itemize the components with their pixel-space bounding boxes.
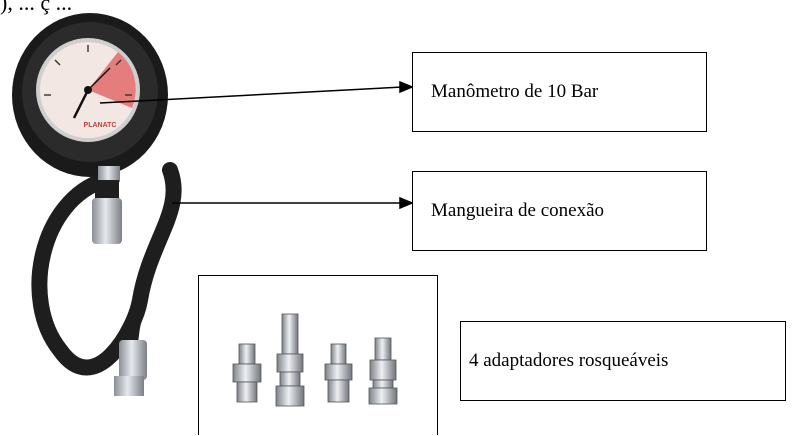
hose xyxy=(31,162,182,376)
adapter-4 xyxy=(368,337,398,405)
label-adapters: 4 adaptadores rosqueáveis xyxy=(460,321,786,401)
hose-crimp-upper xyxy=(92,198,122,244)
callout-lines xyxy=(99,80,414,210)
gauge-brand: PLANATC xyxy=(84,122,117,129)
pressure-gauge: PLANATC xyxy=(12,13,168,177)
label-adapters-text: 4 adaptadores rosqueáveis xyxy=(469,350,669,371)
gauge-red-zone xyxy=(88,52,136,108)
gauge-fitting xyxy=(98,166,120,182)
gauge-needle xyxy=(72,89,90,119)
label-gauge-text: Manômetro de 10 Bar xyxy=(431,81,599,102)
label-hose-text: Mangueira de conexão xyxy=(431,200,605,221)
adapter-2 xyxy=(275,313,305,407)
cropped-heading-text: ), ... ç ... xyxy=(0,0,73,15)
label-gauge: Manômetro de 10 Bar xyxy=(412,52,707,132)
adapters-photo-frame xyxy=(198,275,438,435)
label-hose: Mangueira de conexão xyxy=(412,171,707,251)
adapter-3 xyxy=(324,343,353,403)
adapter-1 xyxy=(232,343,262,403)
adapters-illustration xyxy=(232,313,398,407)
hose-crimp-lower xyxy=(119,340,147,380)
